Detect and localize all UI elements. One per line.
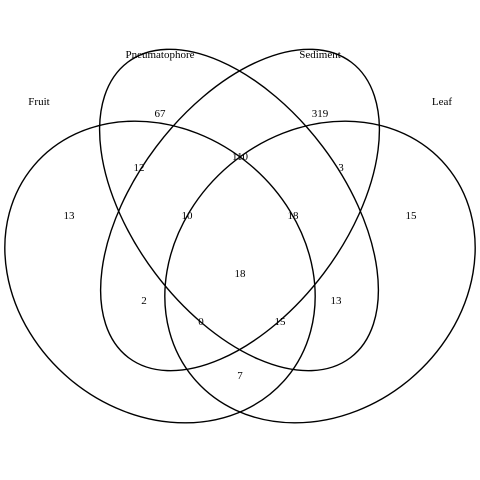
set-label-sediment: Sediment <box>299 49 341 61</box>
count-sediment-only: 319 <box>312 108 329 120</box>
count-fruit-sediment: 2 <box>141 295 147 307</box>
set-label-leaf: Leaf <box>432 96 452 108</box>
leaf-ellipse <box>164 120 476 424</box>
count-pneumatophore-sediment-leaf: 18 <box>288 210 300 222</box>
count-pneumatophore-only: 67 <box>155 108 167 120</box>
count-all-four: 18 <box>235 268 247 280</box>
count-fruit-leaf: 7 <box>237 370 243 382</box>
count-fruit-pneumatophore: 12 <box>134 162 145 174</box>
count-sediment-leaf: 3 <box>338 162 344 174</box>
count-fruit-only: 13 <box>64 210 76 222</box>
fruit-ellipse <box>4 120 316 424</box>
pneumatophore-ellipse <box>98 48 380 372</box>
set-label-fruit: Fruit <box>28 96 49 108</box>
count-leaf-only: 15 <box>406 210 418 222</box>
count-fruit-sediment-leaf: 0 <box>198 316 204 328</box>
count-fruit-pneumatophore-leaf: 15 <box>275 316 287 328</box>
count-pneumatophore-sediment: 110 <box>232 151 249 163</box>
count-fruit-pneumatophore-sediment: 10 <box>182 210 194 222</box>
set-label-pneumatophore: Pneumatophore <box>125 49 194 61</box>
sediment-ellipse <box>99 48 381 372</box>
count-pneumatophore-leaf: 13 <box>331 295 343 307</box>
